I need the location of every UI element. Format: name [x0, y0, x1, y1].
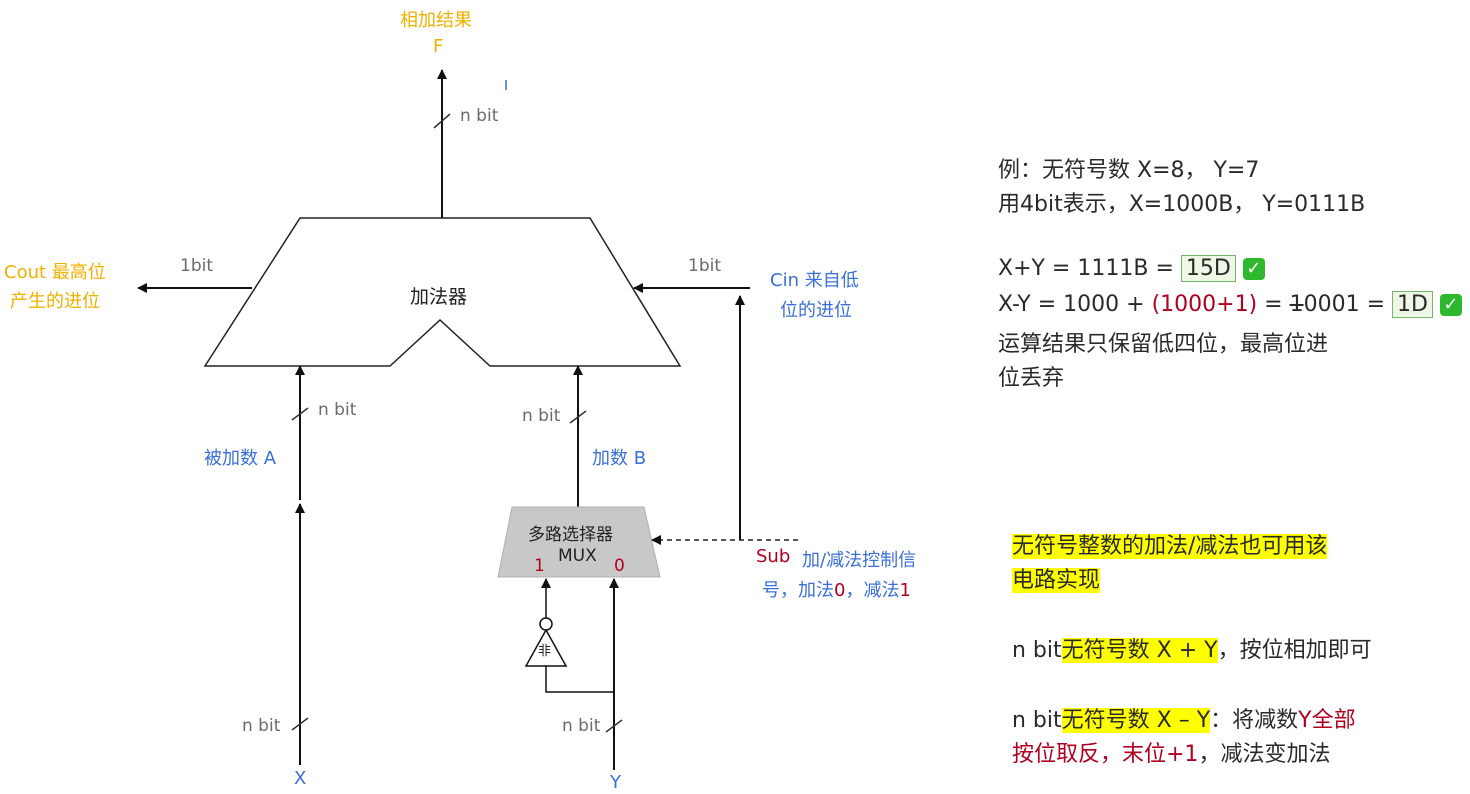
sub-desc-line1: 加/减法控制信: [802, 550, 917, 571]
cout-width-label: 1bit: [180, 256, 213, 276]
a-bus-slash: [291, 407, 309, 421]
mux-shape: [497, 506, 661, 578]
diff-result-box: 1D: [1392, 291, 1433, 318]
keep-line2: 位丢弃: [998, 366, 1065, 391]
out-bus-slash: [433, 113, 451, 129]
add-rule-line: n bit无符号数 X + Y，按位相加即可: [1012, 632, 1372, 664]
highlight-line2: 电路实现: [1012, 562, 1101, 594]
check-icon: ✓: [1439, 294, 1462, 316]
sub-red1: Y全部: [1298, 708, 1356, 733]
circuit-diagram: [137, 69, 798, 770]
diagram-panel: [0, 0, 990, 794]
y-width-label: n bit: [562, 716, 601, 736]
mux-input-0: 0: [614, 556, 625, 576]
highlight-text1: 无符号整数的加法/减法也可用该: [1012, 534, 1328, 559]
output-label: 相加结果: [400, 10, 472, 31]
mux-input-1: 1: [534, 556, 545, 576]
cin-width-label: 1bit: [688, 256, 721, 276]
sum-prefix: X+Y = 1111B =: [998, 256, 1174, 281]
x-label: X: [294, 768, 307, 789]
sub-rule-line2: 按位取反，末位+1，减法变加法: [1012, 736, 1330, 768]
example-line1: 例：无符号数 X=8， Y=7: [998, 158, 1260, 183]
add-prefix: n bit: [1012, 638, 1062, 663]
not-gate: [524, 628, 568, 667]
sub-desc-text-a: 号，加法: [762, 580, 834, 601]
adder-shape: [203, 217, 682, 367]
mux-label-line1: 多路选择器: [528, 525, 613, 545]
y-label: Y: [610, 772, 621, 793]
diff-eq: =: [1257, 292, 1290, 317]
cout-label-line1: Cout 最高位: [4, 262, 106, 283]
sub-highlight: 无符号数 X – Y: [1061, 708, 1211, 733]
highlight-line1: 无符号整数的加法/减法也可用该: [1012, 528, 1328, 560]
sub-rule-line1: n bit无符号数 X – Y：将减数Y全部: [1012, 702, 1356, 734]
not-gate-bubble: [539, 617, 553, 631]
example-line2: 用4bit表示，X=1000B， Y=0111B: [998, 192, 1366, 217]
cout-label-line2: 产生的进位: [10, 291, 100, 312]
out-width-label: n bit: [460, 106, 499, 126]
x-width-label: n bit: [242, 716, 281, 736]
sub-desc-one: 1: [899, 580, 911, 601]
sub-red2: 按位取反，末位+1: [1012, 742, 1199, 767]
y-bus-slash: [605, 719, 623, 733]
sub-desc-zero: 0: [834, 580, 846, 601]
sub-prefix: n bit: [1012, 708, 1062, 733]
sub-rest: ：将减数: [1210, 708, 1299, 733]
add-rest: ，按位相加即可: [1217, 638, 1372, 663]
notes-panel: [990, 0, 1470, 794]
check-icon: ✓: [1242, 258, 1265, 280]
sub-desc-text-c: ，减法: [845, 580, 900, 601]
diff-red: (1000+1): [1151, 292, 1258, 317]
sub-tail: ，减法变加法: [1198, 742, 1331, 767]
a-label: 被加数 A: [204, 448, 277, 469]
output-var-f: F: [433, 36, 444, 57]
diff-strike: 1: [1289, 292, 1304, 317]
sum-line: X+Y = 1111B = 15D ✓: [998, 255, 1265, 282]
a-width-label: n bit: [318, 400, 357, 420]
b-bus-slash: [569, 410, 587, 424]
mux-label-line2: MUX: [558, 546, 597, 566]
b-width-label: n bit: [522, 406, 561, 426]
not-gate-label: 非: [538, 644, 552, 659]
diff-rest: 0001 =: [1303, 292, 1386, 317]
sum-result-box: 15D: [1180, 255, 1236, 282]
b-label: 加数 B: [592, 448, 647, 469]
diff-prefix: X-Y = 1000 +: [998, 292, 1152, 317]
add-highlight: 无符号数 X + Y: [1061, 638, 1218, 663]
y-branch-wire: [545, 666, 614, 693]
highlight-text2: 电路实现: [1012, 568, 1101, 593]
cin-label-line2: 位的进位: [780, 300, 852, 321]
diff-line: X-Y = 1000 + (1000+1) = 10001 = 1D ✓: [998, 291, 1462, 318]
adder-label: 加法器: [410, 286, 468, 308]
keep-line1: 运算结果只保留低四位，最高位进: [998, 332, 1329, 357]
x-bus-slash: [291, 717, 309, 731]
cin-label-line1: Cin 来自低: [770, 270, 859, 291]
sub-desc-line2: 号，加法0，减法1: [762, 576, 911, 602]
sub-signal-label: Sub: [756, 546, 791, 567]
